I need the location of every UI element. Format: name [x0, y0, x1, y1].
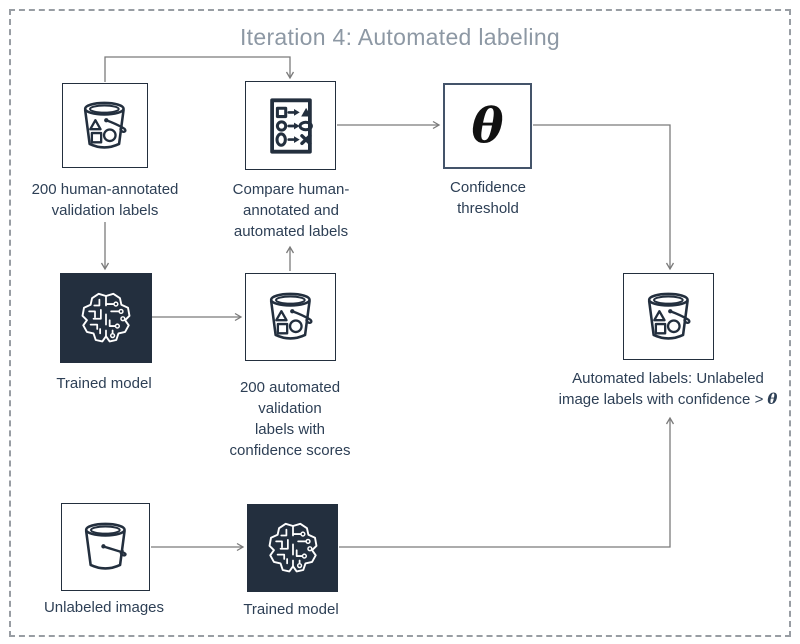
output-label-line1: Automated labels: Unlabeled [572, 370, 764, 387]
output-label-line2: image labels with confidence > [558, 391, 764, 408]
label-trained-model-top: Trained model [56, 375, 152, 392]
ml-brain-icon [81, 292, 131, 343]
bucket-shapes-icon [83, 101, 127, 149]
node-automated-labels-output [623, 273, 714, 360]
bucket-shapes-icon [269, 292, 313, 340]
bucket-shapes-icon [647, 292, 691, 340]
node-automated-validation-labels [245, 273, 336, 361]
dashed-frame [9, 9, 791, 637]
diagram-title: Iteration 4: Automated labeling [239, 24, 561, 50]
label-automated-labels-output: Automated labels: Unlabeled image labels… [538, 368, 798, 410]
node-human-validation-labels [62, 83, 148, 168]
node-confidence-threshold: θ [443, 83, 532, 169]
label-human-validation-labels: 200 human-annotated validation labels [31, 181, 179, 219]
bucket-empty-icon [84, 522, 127, 570]
label-automated-validation-labels: 200 automated validation labels with con… [229, 379, 351, 459]
node-unlabeled-images [61, 503, 150, 591]
node-compare-labels [245, 81, 336, 170]
label-trained-model-bottom: Trained model [243, 601, 339, 618]
label-confidence-threshold: Confidence threshold [450, 179, 526, 217]
compare-labels-icon [269, 97, 313, 154]
ml-brain-icon [268, 522, 317, 573]
node-trained-model-top [60, 273, 152, 363]
label-compare-labels: Compare human- annotated and automated l… [232, 181, 350, 240]
label-unlabeled-images: Unlabeled images [43, 599, 165, 616]
theta-symbol: θ [471, 98, 504, 154]
node-trained-model-bottom [247, 504, 338, 592]
theta-inline-symbol: θ [767, 390, 778, 408]
